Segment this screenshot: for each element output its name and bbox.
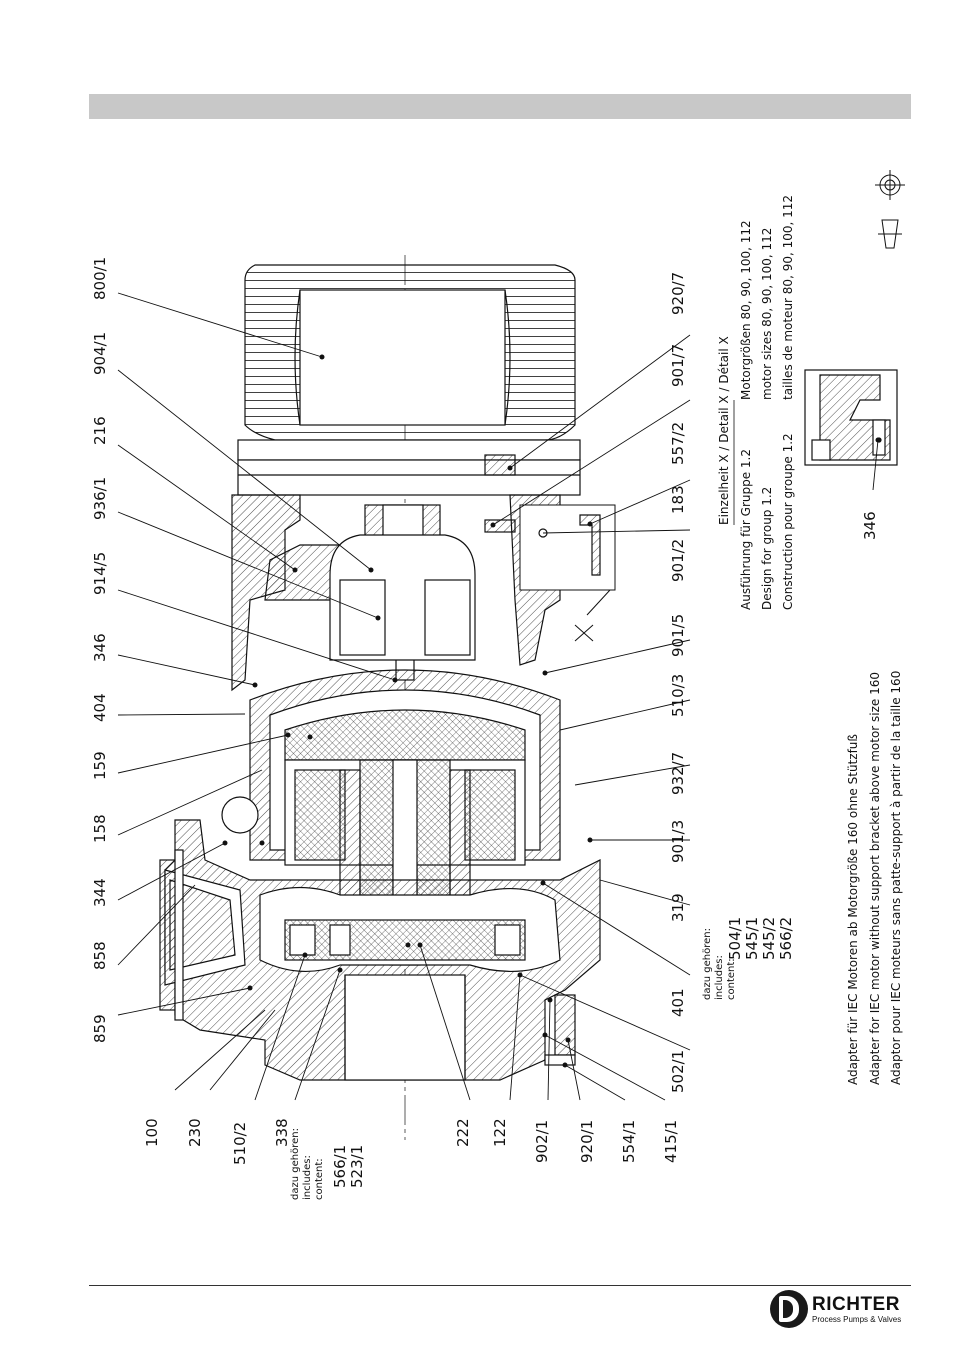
part-label: 901/2 [669,539,687,582]
labels-right: 920/7 901/7 557/2 183 901/2 901/5 510/3 … [669,272,687,1093]
part-label: 344 [91,878,109,907]
detail-x-letter: X [572,639,573,641]
part-label: 222 [454,1118,472,1147]
drawing-text: content: [314,1158,325,1200]
part-label: 404 [91,693,109,722]
drawing-text: Design for group 1.2 [760,487,774,610]
header-bar [89,94,911,119]
logo-name: RICHTER [812,1294,900,1315]
part-label: 230 [186,1118,204,1147]
leader-lines [117,292,879,1101]
detail-text: Einzelheit X / Detail X / Détail X Ausfü… [717,195,879,610]
drawing-text: content: [726,958,737,1000]
part-label: 216 [91,416,109,445]
part-label: 346 [91,633,109,662]
part-label: 100 [143,1118,161,1147]
part-label: 158 [91,814,109,843]
detail-x-marker [574,589,611,642]
includes-note-bottom: dazu gehören: includes: content: [290,1128,325,1200]
pump-casing [164,796,601,1081]
richter-logo: RICHTER Process Pumps & Valves [770,1290,910,1330]
part-label: 122 [491,1118,509,1147]
labels-bottom: 100 230 510/2 338 566/1 523/1 222 122 90… [143,1118,680,1188]
part-label: 901/5 [669,614,687,657]
includes-note-right: dazu gehören: includes: content: 504/1 5… [702,917,795,1000]
part-label: 502/1 [669,1050,687,1093]
part-label: 510/2 [231,1122,249,1165]
drawing-text: tailles de moteur 80, 90, 100, 112 [781,195,795,400]
rotor-assembly [249,534,561,961]
part-label: 159 [91,751,109,780]
drawing-text: 545/1 [743,917,761,960]
adapter-note: Adapter für IEC Motoren ab Motorgröße 16… [846,671,903,1085]
part-label: 859 [91,1014,109,1043]
drawing-text: Ausführung für Gruppe 1.2 [739,449,753,610]
drawing-text: motor sizes 80, 90, 100, 112 [760,228,774,400]
part-label: 901/7 [669,344,687,387]
part-label: 183 [669,485,687,514]
drawing-text: Einzelheit X / Detail X / Détail X [717,336,731,525]
drawing-text: 545/2 [760,917,778,960]
drawing-text: 346 [861,511,879,540]
drawing-text: includes: [714,955,725,1000]
logo-subtitle: Process Pumps & Valves [812,1315,902,1324]
part-label: 319 [669,893,687,922]
part-label: 401 [669,988,687,1017]
part-label: 557/2 [669,422,687,465]
footer-rule [89,1285,911,1286]
part-label: 566/1 [331,1145,349,1188]
part-label: 920/7 [669,272,687,315]
part-label: 338 [273,1118,291,1147]
labels-top: 800/1 904/1 216 936/1 914/5 346 404 159 … [91,257,109,1043]
inlet-flange [159,849,184,1021]
part-label: 510/3 [669,674,687,717]
drawing-text: Adaptor pour IEC moteurs sans patte-supp… [889,671,903,1085]
drawing-text: 566/2 [777,917,795,960]
drawing-text: includes: [302,1155,313,1200]
part-label: 932/7 [669,752,687,795]
part-label: 858 [91,941,109,970]
detail-x-view [804,369,898,466]
part-label: 800/1 [91,257,109,300]
part-label: 902/1 [533,1120,551,1163]
motor [237,264,581,496]
drawing-text: Construction pour groupe 1.2 [781,433,795,610]
part-label: 415/1 [662,1120,680,1163]
drawing-text: Adapter for IEC motor without support br… [868,672,882,1085]
drawing-text: dazu gehören: [290,1128,301,1200]
part-label: 936/1 [91,477,109,520]
part-label: 920/1 [578,1120,596,1163]
part-label: 901/3 [669,820,687,863]
drawing-text: 504/1 [726,917,744,960]
part-label: 914/5 [91,552,109,595]
part-label: 904/1 [91,332,109,375]
richter-logo-mark [770,1290,808,1328]
part-label: 523/1 [348,1145,366,1188]
drawing-text: Motorgrößen 80, 90, 100, 112 [739,220,753,400]
drawing-text: Adapter für IEC Motoren ab Motorgröße 16… [846,734,860,1085]
projection-symbol [875,170,905,249]
drawing-text: dazu gehören: [702,928,713,1000]
part-label: 554/1 [620,1120,638,1163]
